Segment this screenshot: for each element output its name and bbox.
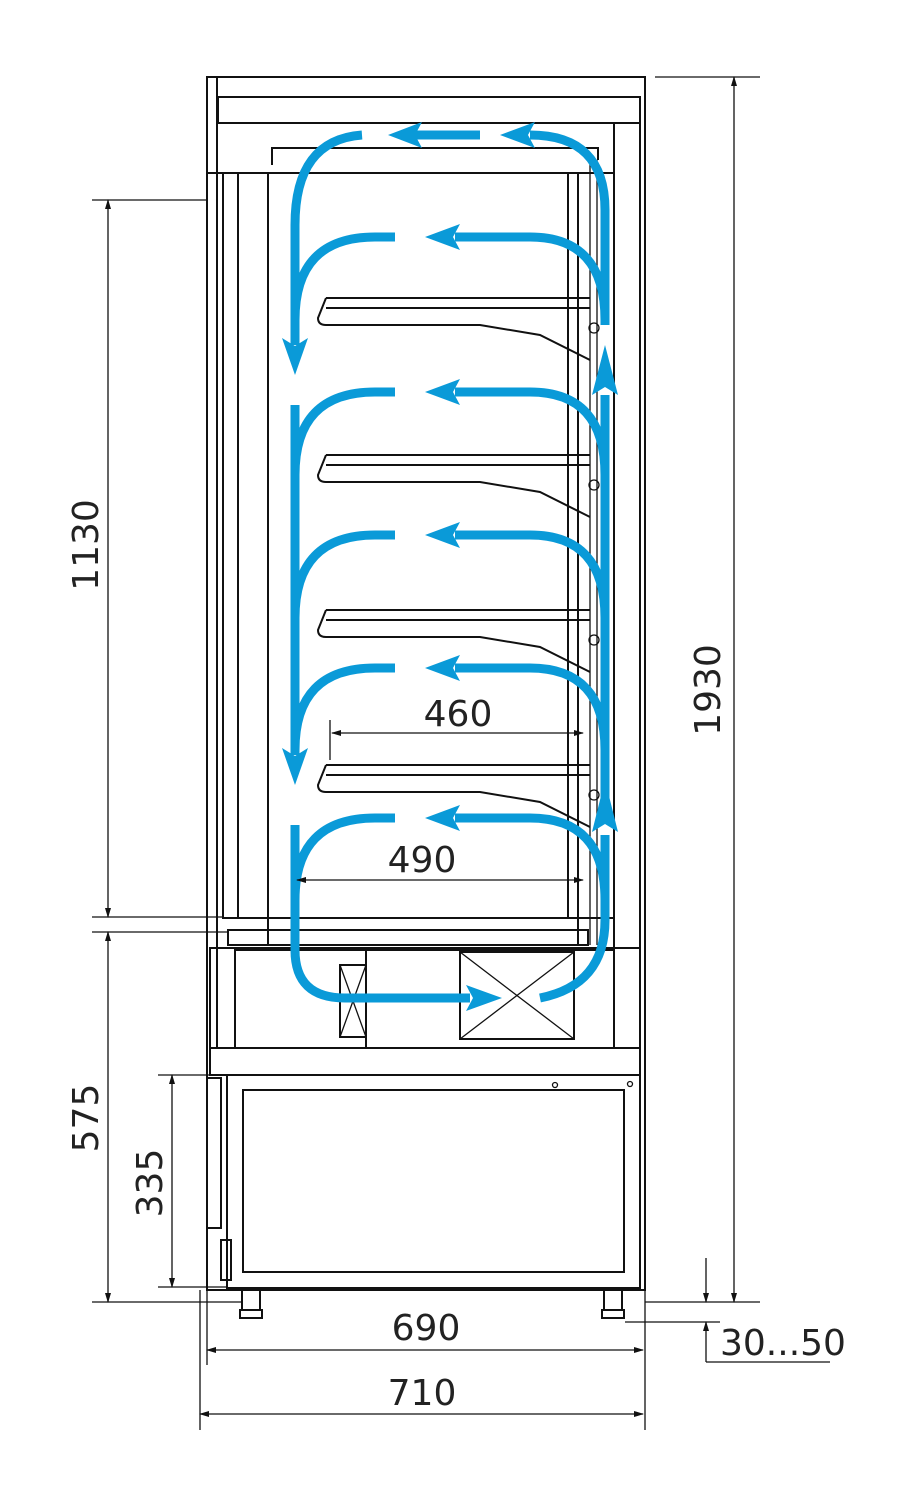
foot <box>241 1289 261 1311</box>
shelf <box>316 764 600 828</box>
dimension-lines <box>92 76 830 1430</box>
dim-710: 710 <box>388 1373 457 1414</box>
dim-335: 335 <box>130 1149 171 1218</box>
dim-1930: 1930 <box>688 644 729 736</box>
shelves <box>316 297 600 828</box>
shelf <box>316 454 600 518</box>
airflow-loop <box>290 379 610 476</box>
airflow-loop <box>290 224 610 321</box>
dim-460: 460 <box>424 694 493 735</box>
dim-490: 490 <box>388 840 457 881</box>
foot <box>603 1289 623 1311</box>
shelf <box>316 609 600 673</box>
base-unit <box>206 947 641 1319</box>
airflow-loop <box>290 522 610 619</box>
dim-1130: 1130 <box>66 499 107 591</box>
shelf <box>316 297 600 361</box>
dim-575: 575 <box>66 1084 107 1153</box>
dim-690: 690 <box>392 1308 461 1349</box>
dim-feet-adjust: 30...50 <box>720 1323 846 1364</box>
cabinet-body <box>206 76 646 1291</box>
airflow-arrows <box>282 122 618 1011</box>
